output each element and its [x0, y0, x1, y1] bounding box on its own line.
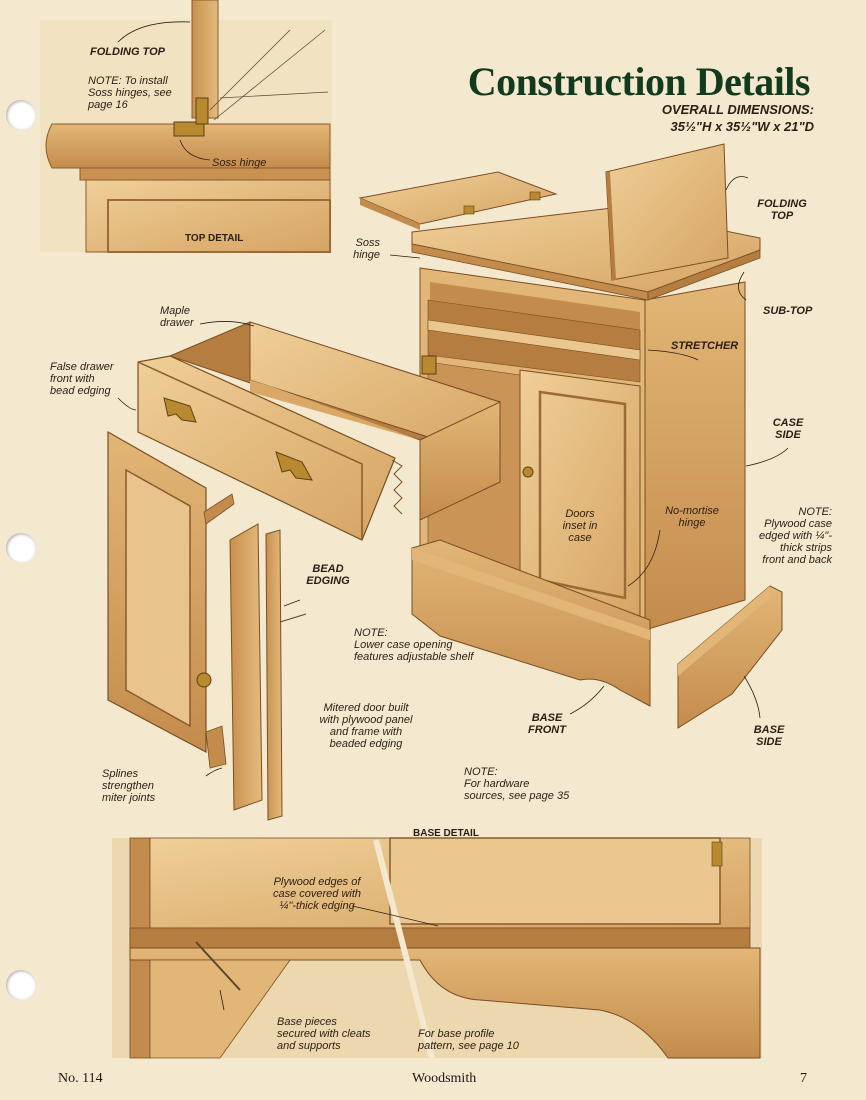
dimensions-label: OVERALL DIMENSIONS: — [661, 102, 814, 117]
folding-top-panel — [605, 143, 729, 281]
splines-label: Splines strengthen miter joints — [102, 768, 156, 804]
plywood-case-note: NOTE: Plywood case edged with ¼"- thick … — [758, 506, 832, 566]
bead-edging-label: BEAD EDGING — [306, 563, 350, 587]
stretcher-label: STRETCHER — [671, 340, 739, 352]
doors-inset-label: Doors inset in case — [562, 508, 598, 544]
folding-top-label: FOLDING TOP — [757, 198, 807, 222]
base-detail-heading: BASE DETAIL — [413, 828, 479, 839]
maple-drawer-label: Maple drawer — [160, 305, 194, 329]
soss-hinge-label: Soss hinge — [353, 237, 380, 261]
base-profile-label: For base profile pattern, see page 10 — [418, 1028, 519, 1052]
base-side — [677, 585, 783, 729]
base-pieces-label: Base pieces secured with cleats and supp… — [277, 1016, 371, 1052]
case-side-label: CASE SIDE — [772, 417, 804, 441]
sub-top-label: SUB-TOP — [763, 305, 813, 317]
issue-number: No. 114 — [58, 1071, 103, 1086]
magazine-name: Woodsmith — [412, 1071, 477, 1086]
leader-lines — [117, 176, 789, 777]
top-detail-folding-top-label: FOLDING TOP — [90, 46, 165, 58]
top-detail-heading: TOP DETAIL — [185, 233, 244, 244]
top-detail-inset — [40, 0, 332, 253]
exploded-door — [107, 430, 307, 821]
plywood-edges-label: Plywood edges of case covered with ¼"-th… — [272, 876, 362, 912]
base-front — [411, 539, 651, 707]
page-title: Construction Details — [467, 59, 811, 104]
shelf-note: NOTE: Lower case opening features adjust… — [354, 627, 474, 663]
base-front-label: BASE FRONT — [528, 712, 566, 736]
false-drawer-front-label: False drawer front with bead edging — [50, 361, 114, 397]
binder-hole-top — [6, 100, 36, 130]
top-detail-note: NOTE: To install Soss hinges, see page 1… — [88, 75, 172, 111]
binder-hole-bottom — [6, 970, 36, 1000]
no-mortise-hinge-label: No-mortise hinge — [665, 505, 719, 529]
page-number: 7 — [800, 1071, 807, 1086]
mitered-door-label: Mitered door built with plywood panel an… — [319, 702, 413, 750]
maple-drawer — [137, 321, 502, 541]
dimensions-value: 35½"H x 35½"W x 21"D — [670, 119, 814, 134]
folding-top-leaf — [358, 171, 558, 230]
top-detail-soss-hinge-label: Soss hinge — [212, 157, 267, 169]
binder-hole-middle — [6, 533, 36, 563]
base-detail-inset — [112, 837, 762, 1059]
base-side-label: BASE SIDE — [753, 724, 785, 748]
hardware-note: NOTE: For hardware sources, see page 35 — [464, 766, 570, 802]
